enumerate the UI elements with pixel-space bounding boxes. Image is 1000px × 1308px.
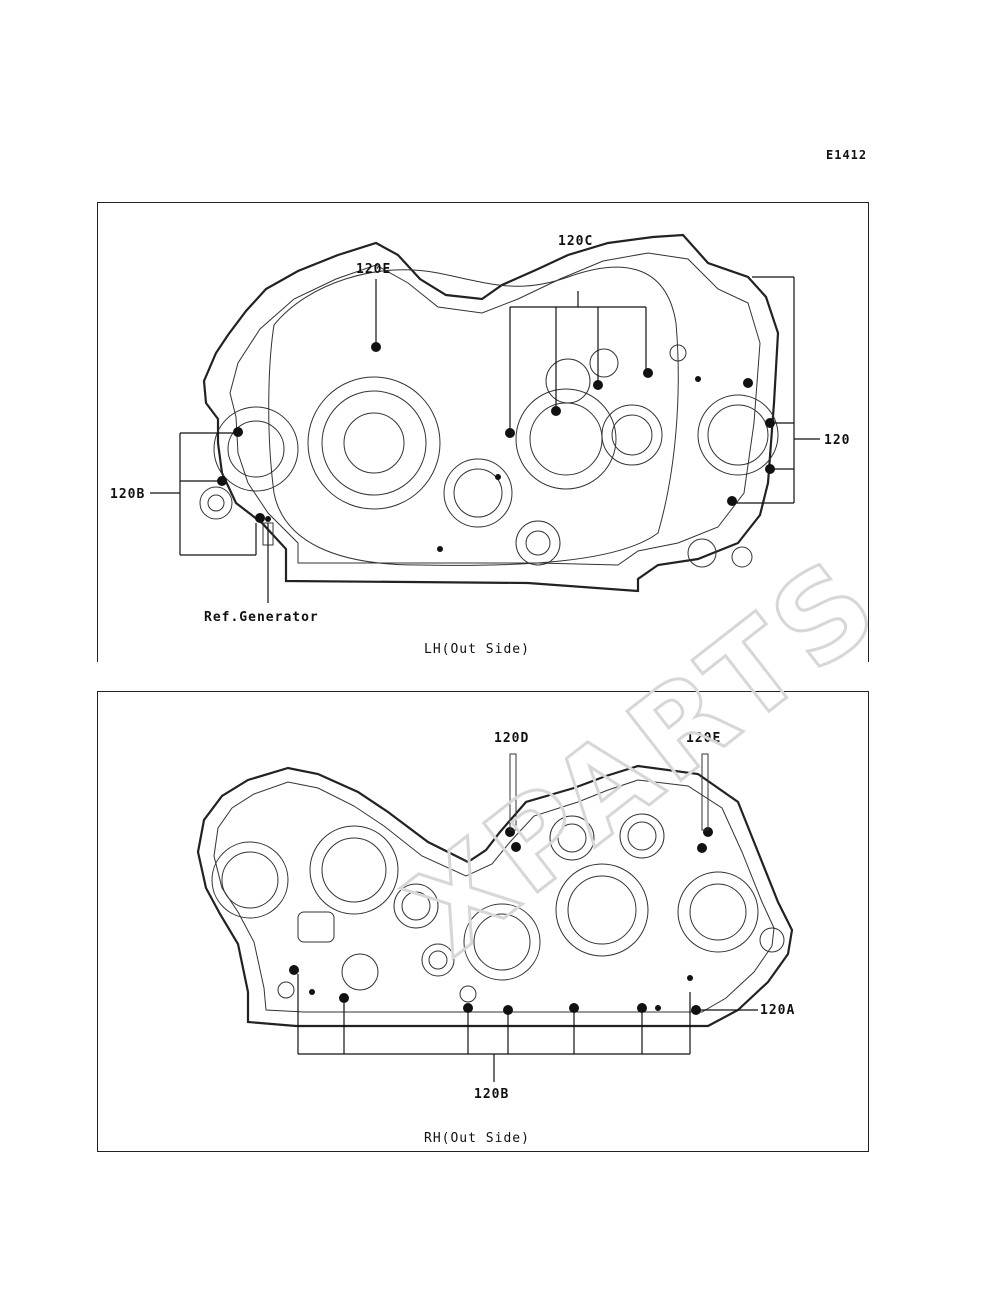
callout-lh-ref-generator: Ref.Generator <box>204 610 319 625</box>
crankcase-lh-panel: 120E 120C 120 120B Ref.Generator LH(Out … <box>97 202 869 662</box>
crankcase-lh-drawing: 120E 120C 120 120B Ref.Generator LH(Out … <box>110 233 850 657</box>
callout-lh-120b: 120B <box>110 487 145 502</box>
callout-rh-120a: 120A <box>760 1003 795 1018</box>
crankcase-rh-drawing: 120D 120E 120A 120B RH(Out Side) <box>196 731 795 1146</box>
crankcase-lh-bolts <box>217 342 775 552</box>
crankcase-rh-leaders <box>297 753 758 1082</box>
callout-rh-120d: 120D <box>494 731 529 746</box>
diagram-reference-code: E1412 <box>826 148 868 162</box>
callout-rh-120e: 120E <box>686 731 721 746</box>
crankcase-rh-bolts <box>289 827 713 1015</box>
crankcase-lh-bores <box>199 344 779 568</box>
crankcase-rh-outline <box>196 764 794 1028</box>
panel-rh-caption: RH(Out Side) <box>424 1131 530 1146</box>
callout-lh-120: 120 <box>824 433 850 448</box>
crankcase-lh-outline <box>202 233 780 593</box>
panel-lh-caption: LH(Out Side) <box>424 642 530 657</box>
crankcase-rh-bores <box>211 813 785 1003</box>
callout-lh-120e: 120E <box>356 262 391 277</box>
callout-rh-120b: 120B <box>474 1087 509 1102</box>
callout-lh-120c: 120C <box>558 234 593 249</box>
crankcase-rh-panel: 120D 120E 120A 120B RH(Out Side) <box>97 691 869 1152</box>
crankcase-lh-leaders <box>150 276 820 603</box>
